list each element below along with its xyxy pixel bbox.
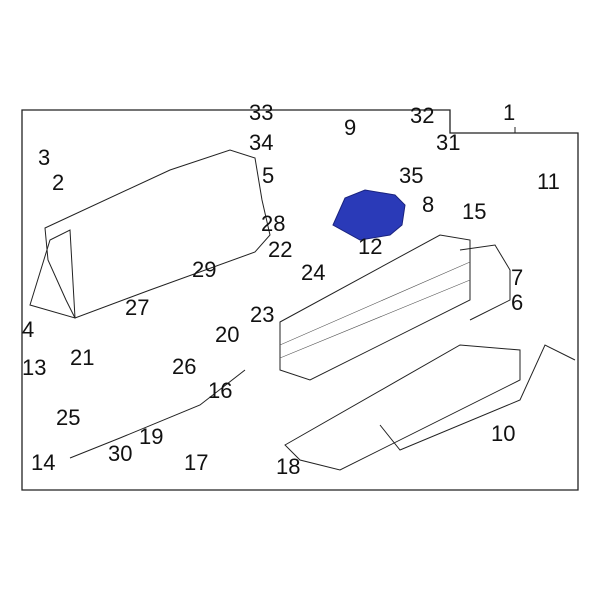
callout-8: 8 <box>422 192 435 217</box>
callout-18: 18 <box>276 454 301 479</box>
highlighted-part-35 <box>332 189 406 241</box>
callout-33: 33 <box>249 100 274 125</box>
callout-30: 30 <box>108 441 133 466</box>
callout-5: 5 <box>262 163 275 188</box>
callout-34: 34 <box>249 130 274 155</box>
callout-13: 13 <box>22 355 47 380</box>
callout-24: 24 <box>301 260 326 285</box>
callout-11: 11 <box>537 169 560 194</box>
callout-9: 9 <box>344 115 357 140</box>
callout-31: 31 <box>436 130 461 155</box>
callout-3: 3 <box>38 145 51 170</box>
callout-20: 20 <box>215 322 240 347</box>
assembly-frame <box>21 109 579 491</box>
callout-16: 16 <box>208 378 233 403</box>
callout-21: 21 <box>70 345 95 370</box>
callout-4: 4 <box>22 317 35 342</box>
callout-6: 6 <box>511 290 524 315</box>
callout-2: 2 <box>52 170 65 195</box>
callout-17: 17 <box>184 450 209 475</box>
callout-28: 28 <box>261 211 286 236</box>
callout-35: 35 <box>399 163 424 188</box>
callout-10: 10 <box>491 421 516 446</box>
callout-19: 19 <box>139 424 164 449</box>
callout-15: 15 <box>462 199 487 224</box>
callout-27: 27 <box>125 295 150 320</box>
callout-12: 12 <box>358 234 383 259</box>
callout-26: 26 <box>172 354 197 379</box>
callout-25: 25 <box>56 405 81 430</box>
callout-1: 1 <box>503 100 516 125</box>
callout-32: 32 <box>410 103 435 128</box>
callout-7: 7 <box>511 265 524 290</box>
callout-23: 23 <box>250 302 275 327</box>
callout-29: 29 <box>192 257 217 282</box>
callout-14: 14 <box>31 450 56 475</box>
callout-22: 22 <box>268 237 293 262</box>
